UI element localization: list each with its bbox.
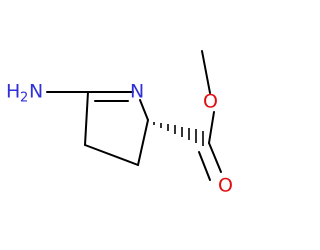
bond-c5-c4 [84,91,89,146]
bond-carbonyl-ester-o [208,111,215,144]
bond-c4-c3 [84,144,139,166]
carbonyl-oxygen-label: O [218,175,233,197]
bond-ester-o-methyl [201,50,211,94]
ester-oxygen-label: O [203,91,218,113]
bond-carbonyl-o-second [198,151,211,181]
bond-n1-c2 [139,99,149,121]
amine-nitrogen-label: N [29,81,43,103]
amine-hydrogen-label: H [6,81,20,103]
molecule-structure: H 2 N N O O [6,50,233,197]
ring-nitrogen-label: N [130,81,144,103]
amine-group: H 2 N [6,81,43,106]
bonds [46,50,222,181]
bond-carbonyl-o [208,142,222,173]
amine-hydrogen-count: 2 [20,91,28,106]
bond-c3-c2 [137,119,149,166]
stereo-hash-bond [153,122,204,146]
